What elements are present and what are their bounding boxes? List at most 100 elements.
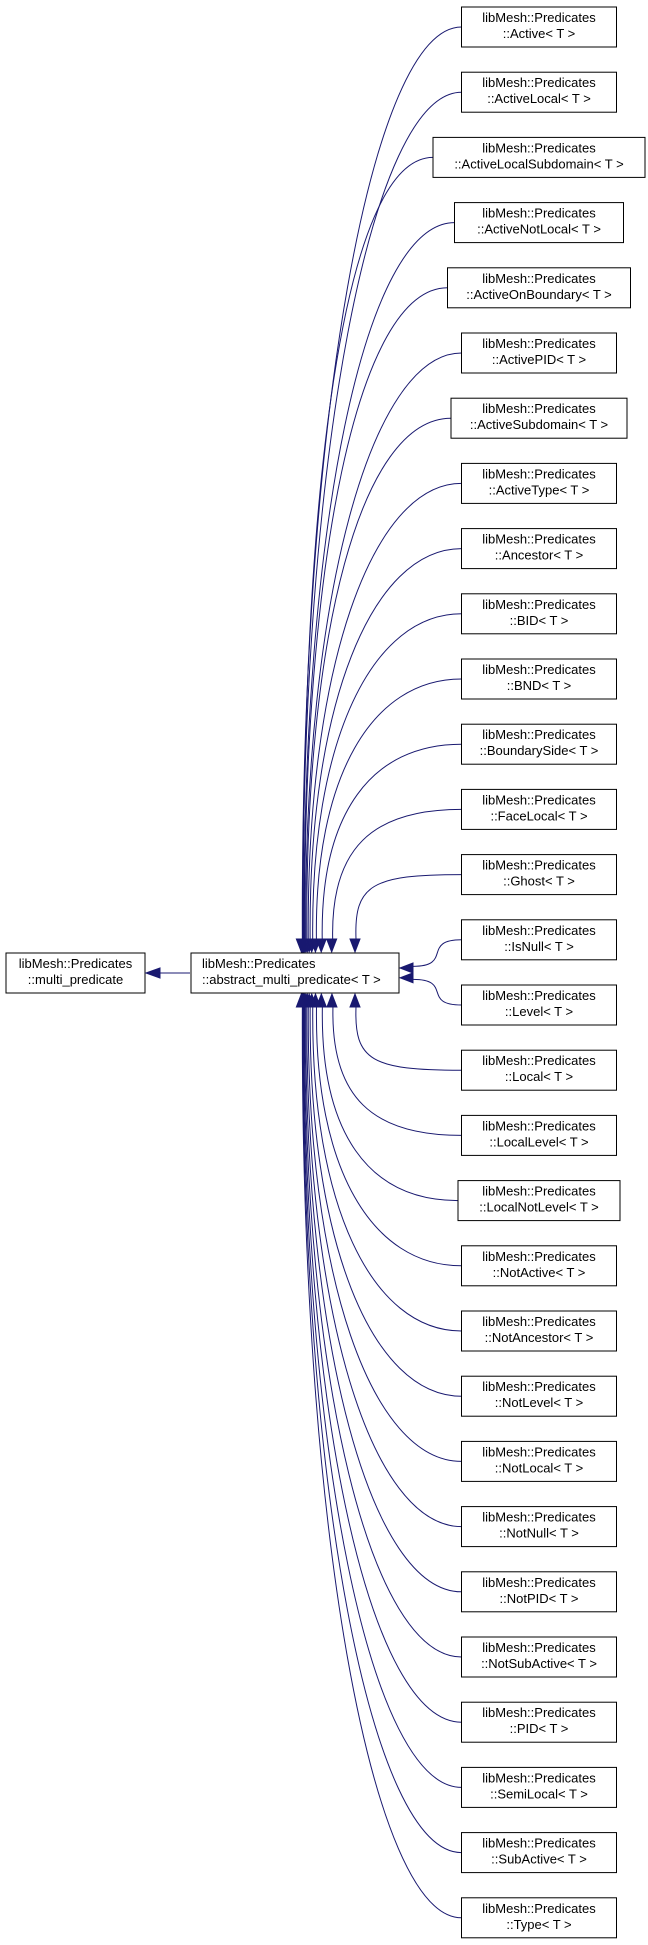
child-node[interactable]: libMesh::Predicates::LocalLevel< T > xyxy=(461,1114,617,1156)
child-node[interactable]: libMesh::Predicates::ActiveNotLocal< T > xyxy=(454,202,624,244)
child-node-box xyxy=(457,1180,621,1222)
inheritance-edge xyxy=(304,1006,462,1658)
child-node-label-line2: ::ActiveLocal< T > xyxy=(487,91,591,106)
child-node-box xyxy=(461,1049,617,1091)
child-node-box xyxy=(461,723,617,765)
child-node-label-line2: ::Ghost< T > xyxy=(503,874,575,889)
child-node-label-line1: libMesh::Predicates xyxy=(482,792,596,807)
inheritance-edge xyxy=(355,874,462,940)
child-nodes: libMesh::Predicates::Active< T >libMesh:… xyxy=(432,6,646,1939)
child-node-box xyxy=(461,593,617,635)
child-node-label-line2: ::ActivePID< T > xyxy=(492,352,586,367)
child-node-box xyxy=(461,984,617,1026)
child-node[interactable]: libMesh::Predicates::PID< T > xyxy=(461,1701,617,1743)
child-node[interactable]: libMesh::Predicates::NotLevel< T > xyxy=(461,1375,617,1417)
child-node-label-line1: libMesh::Predicates xyxy=(482,1510,596,1525)
inheritance-edge xyxy=(306,417,452,940)
child-node-label-line2: ::IsNull< T > xyxy=(504,939,574,954)
node-label-line2: ::multi_predicate xyxy=(28,972,123,987)
child-node-label-line1: libMesh::Predicates xyxy=(482,466,596,481)
child-node-label-line2: ::ActiveType< T > xyxy=(489,482,590,497)
child-node-label-line1: libMesh::Predicates xyxy=(482,1249,596,1264)
child-node[interactable]: libMesh::Predicates::ActiveLocalSubdomai… xyxy=(432,136,646,178)
edge-arrowhead xyxy=(326,992,338,1008)
child-node-label-line1: libMesh::Predicates xyxy=(482,1118,596,1133)
inheritance-edge xyxy=(302,156,434,940)
inheritance-edge xyxy=(321,1006,459,1202)
child-node[interactable]: libMesh::Predicates::NotSubActive< T > xyxy=(461,1636,617,1678)
child-node[interactable]: libMesh::Predicates::Ghost< T > xyxy=(461,854,617,896)
child-node-label-line2: ::Local< T > xyxy=(505,1069,573,1084)
edge-arrowhead xyxy=(349,992,361,1008)
inheritance-edge xyxy=(332,1006,462,1136)
child-node-box xyxy=(461,1636,617,1678)
edge-to-base xyxy=(144,967,190,979)
child-node-label-line2: ::BID< T > xyxy=(510,613,569,628)
child-node-label-line1: libMesh::Predicates xyxy=(482,1053,596,1068)
child-node-box xyxy=(461,1832,617,1874)
child-node[interactable]: libMesh::Predicates::ActiveSubdomain< T … xyxy=(450,397,628,439)
inheritance-edge xyxy=(301,1006,462,1919)
child-node-label-line1: libMesh::Predicates xyxy=(482,1314,596,1329)
child-node[interactable]: libMesh::Predicates::Type< T > xyxy=(461,1897,617,1939)
child-node[interactable]: libMesh::Predicates::BID< T > xyxy=(461,593,617,635)
child-node-box xyxy=(461,1506,617,1548)
inheritance-edge xyxy=(305,352,462,940)
edge-arrowhead xyxy=(295,992,308,1008)
child-node-label-line1: libMesh::Predicates xyxy=(482,532,596,547)
node-label-line1: libMesh::Predicates xyxy=(19,956,133,971)
inheritance-edge xyxy=(332,808,462,940)
edge-arrowhead xyxy=(398,962,414,974)
child-node[interactable]: libMesh::Predicates::ActivePID< T > xyxy=(461,332,617,374)
child-node-label-line2: ::NotActive< T > xyxy=(493,1265,586,1280)
inheritance-edge xyxy=(355,1006,462,1071)
child-node-label-line1: libMesh::Predicates xyxy=(482,10,596,25)
child-node-label-line1: libMesh::Predicates xyxy=(482,206,596,221)
child-node[interactable]: libMesh::Predicates::ActiveType< T > xyxy=(461,462,617,504)
inheritance-edge xyxy=(309,1006,462,1397)
node-abstract-multi-predicate[interactable]: libMesh::Predicates ::abstract_multi_pre… xyxy=(190,952,400,994)
child-node-label-line2: ::NotLocal< T > xyxy=(495,1460,583,1475)
child-node[interactable]: libMesh::Predicates::Local< T > xyxy=(461,1049,617,1091)
child-node[interactable]: libMesh::Predicates::BoundarySide< T > xyxy=(461,723,617,765)
child-node[interactable]: libMesh::Predicates::Ancestor< T > xyxy=(461,528,617,570)
child-node-label-line1: libMesh::Predicates xyxy=(482,858,596,873)
child-node-label-line1: libMesh::Predicates xyxy=(482,336,596,351)
child-node-label-line2: ::SubActive< T > xyxy=(491,1852,587,1867)
child-node[interactable]: libMesh::Predicates::ActiveOnBoundary< T… xyxy=(447,267,631,309)
child-node-label-line2: ::ActiveLocalSubdomain< T > xyxy=(454,156,623,171)
child-node[interactable]: libMesh::Predicates::Level< T > xyxy=(461,984,617,1026)
child-node[interactable]: libMesh::Predicates::SubActive< T > xyxy=(461,1832,617,1874)
inheritance-edge xyxy=(302,1006,462,1788)
child-node-label-line2: ::Active< T > xyxy=(503,26,576,41)
child-node[interactable]: libMesh::Predicates::FaceLocal< T > xyxy=(461,788,617,830)
child-node-box xyxy=(461,1766,617,1808)
child-node-label-line1: libMesh::Predicates xyxy=(482,1575,596,1590)
edges xyxy=(295,26,462,1919)
child-node[interactable]: libMesh::Predicates::ActiveLocal< T > xyxy=(461,71,617,113)
child-node-box xyxy=(447,267,631,309)
child-node[interactable]: libMesh::Predicates::NotAncestor< T > xyxy=(461,1310,617,1352)
child-node[interactable]: libMesh::Predicates::NotLocal< T > xyxy=(461,1440,617,1482)
child-node-label-line1: libMesh::Predicates xyxy=(482,1640,596,1655)
child-node-box xyxy=(461,71,617,113)
child-node-box xyxy=(461,854,617,896)
child-node-label-line1: libMesh::Predicates xyxy=(482,597,596,612)
child-node[interactable]: libMesh::Predicates::BND< T > xyxy=(461,658,617,700)
child-node-label-line1: libMesh::Predicates xyxy=(482,988,596,1003)
child-node-label-line2: ::Level< T > xyxy=(505,1004,573,1019)
child-node[interactable]: libMesh::Predicates::SemiLocal< T > xyxy=(461,1766,617,1808)
child-node-box xyxy=(461,1701,617,1743)
node-multi-predicate[interactable]: libMesh::Predicates ::multi_predicate xyxy=(5,952,146,994)
inheritance-edge xyxy=(307,1006,462,1462)
child-node[interactable]: libMesh::Predicates::IsNull< T > xyxy=(461,919,617,961)
child-node[interactable]: libMesh::Predicates::NotPID< T > xyxy=(461,1571,617,1613)
child-node[interactable]: libMesh::Predicates::LocalNotLevel< T > xyxy=(457,1180,621,1222)
child-node[interactable]: libMesh::Predicates::NotActive< T > xyxy=(461,1245,617,1287)
child-node-label-line1: libMesh::Predicates xyxy=(482,75,596,90)
child-node-box xyxy=(461,1310,617,1352)
child-node-label-line1: libMesh::Predicates xyxy=(482,1184,596,1199)
child-node[interactable]: libMesh::Predicates::Active< T > xyxy=(461,6,617,48)
child-node[interactable]: libMesh::Predicates::NotNull< T > xyxy=(461,1506,617,1548)
